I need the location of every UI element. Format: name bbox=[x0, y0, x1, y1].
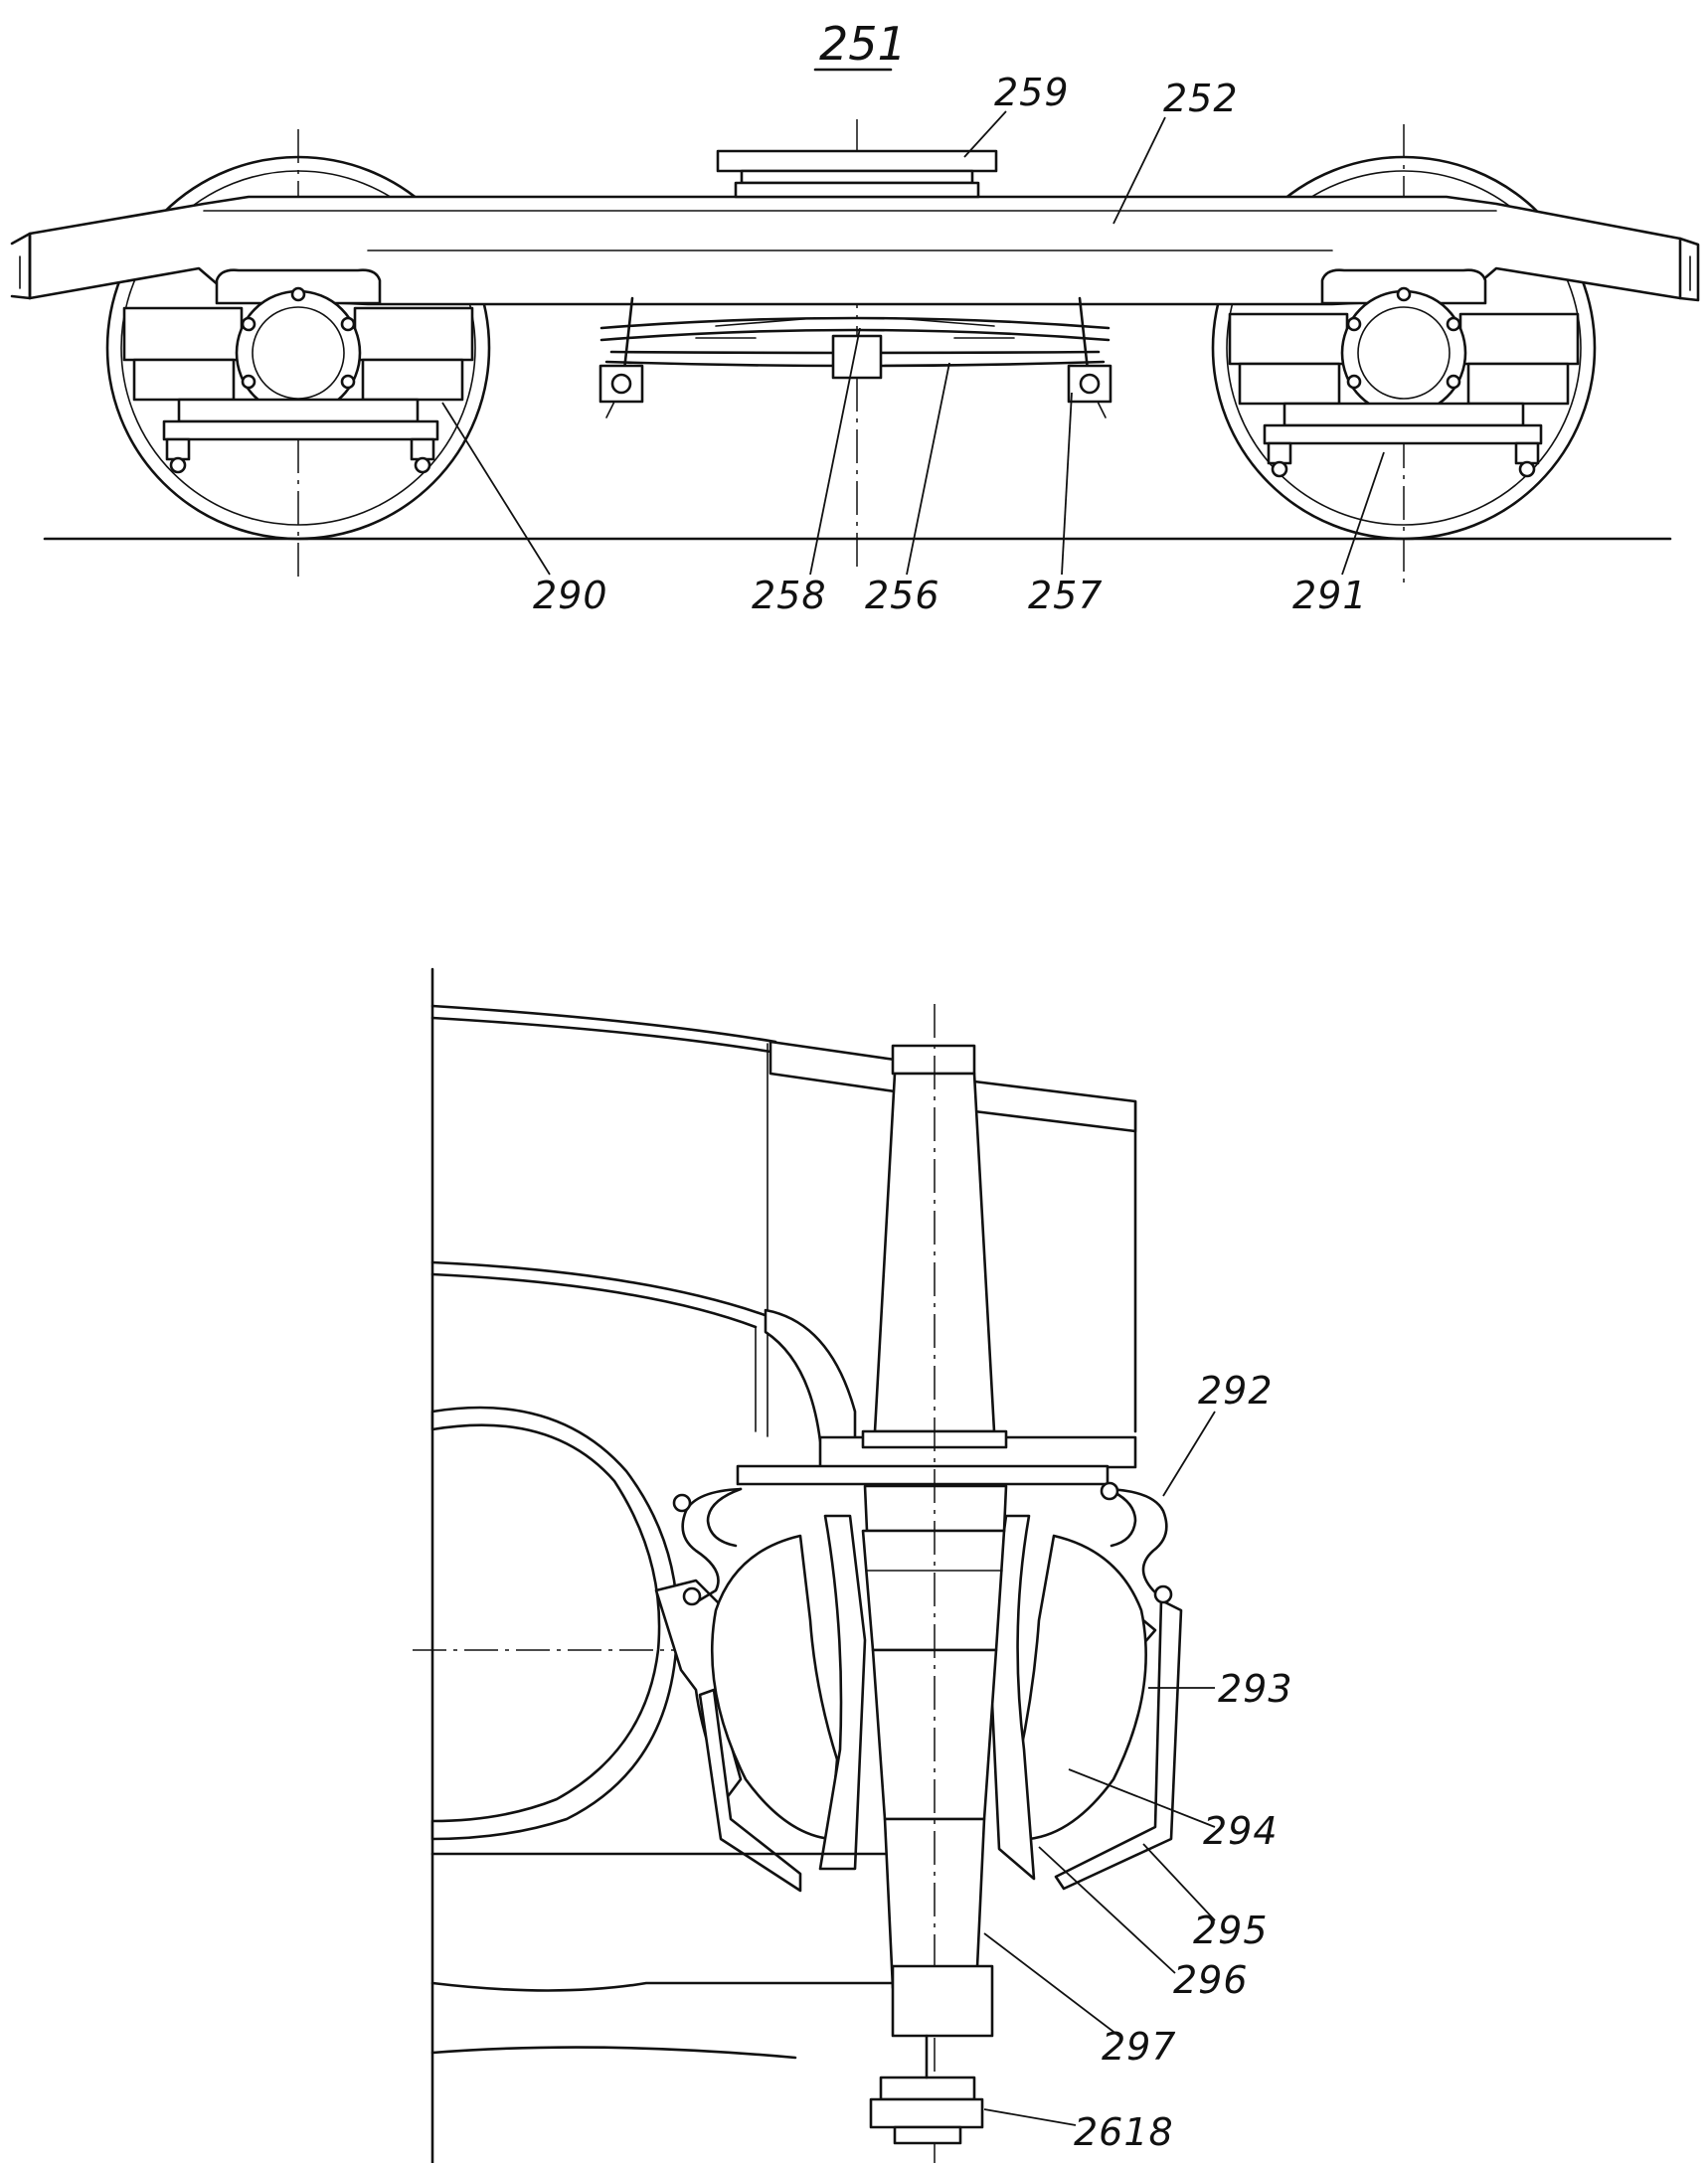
lower-beam-lower bbox=[430, 2046, 797, 2060]
leader-297 bbox=[983, 1932, 1122, 2039]
lower-beam-upper bbox=[430, 1981, 895, 1992]
cross-beam-section bbox=[430, 1406, 679, 1841]
label-252: 252 bbox=[1163, 77, 1239, 120]
leader-294 bbox=[1068, 1768, 1216, 1828]
bogie-side-view: 251 bbox=[10, 17, 1700, 617]
label-2618: 2618 bbox=[1074, 2110, 1174, 2154]
leader-292 bbox=[1162, 1411, 1216, 1497]
nut bbox=[869, 2034, 984, 2145]
label-294: 294 bbox=[1203, 1809, 1279, 1853]
right-axle-box bbox=[1228, 268, 1580, 478]
label-292: 292 bbox=[1198, 1369, 1274, 1413]
label-293: 293 bbox=[1218, 1667, 1293, 1711]
label-258: 258 bbox=[752, 574, 827, 617]
leader-290 bbox=[441, 402, 551, 576]
gusset bbox=[764, 1308, 857, 1443]
label-259: 259 bbox=[994, 71, 1070, 114]
middle-frame-curve bbox=[430, 1260, 772, 1319]
leader-259 bbox=[963, 110, 1007, 158]
label-257: 257 bbox=[1028, 574, 1104, 617]
center-plate bbox=[716, 149, 998, 199]
outer-shell-left bbox=[698, 1688, 802, 1893]
upper-plate-right bbox=[972, 1080, 1137, 1133]
spring-hangers bbox=[598, 296, 1112, 418]
rubber-element-right bbox=[1017, 1534, 1147, 1841]
leader-256 bbox=[906, 362, 950, 576]
outer-shell-right bbox=[1054, 1598, 1183, 1891]
lower-clamp bbox=[891, 1964, 994, 2038]
bearing-plate bbox=[736, 1464, 1110, 1486]
label-297: 297 bbox=[1102, 2025, 1177, 2069]
figure-title: 251 bbox=[819, 17, 907, 71]
leader-252 bbox=[1112, 116, 1166, 225]
label-295: 295 bbox=[1193, 1909, 1269, 1952]
leader-296 bbox=[1038, 1846, 1176, 1974]
leader-258 bbox=[809, 327, 861, 576]
left-axle-box bbox=[122, 268, 474, 474]
upper-plate-left bbox=[769, 1040, 897, 1093]
leader-291 bbox=[1341, 451, 1385, 576]
pivot-section-view: 292 293 294 295 296 297 2618 bbox=[413, 967, 1293, 2163]
rubber-element-left bbox=[711, 1534, 839, 1841]
leader-257 bbox=[1061, 392, 1073, 576]
left-wheel bbox=[105, 155, 491, 541]
seal-ring bbox=[672, 1481, 1173, 1606]
inner-sleeve-right bbox=[987, 1514, 1036, 1881]
label-290: 290 bbox=[533, 574, 608, 617]
inner-sleeve-left bbox=[818, 1514, 867, 1871]
leaf-spring bbox=[599, 316, 1110, 380]
bogie-frame bbox=[10, 195, 1700, 306]
label-291: 291 bbox=[1292, 574, 1368, 617]
right-wheel bbox=[1211, 155, 1597, 541]
leader-2618 bbox=[983, 2108, 1077, 2126]
leader-295 bbox=[1142, 1843, 1216, 1921]
upper-frame-curve bbox=[430, 1004, 777, 1044]
label-296: 296 bbox=[1173, 1958, 1249, 2002]
label-256: 256 bbox=[865, 574, 940, 617]
